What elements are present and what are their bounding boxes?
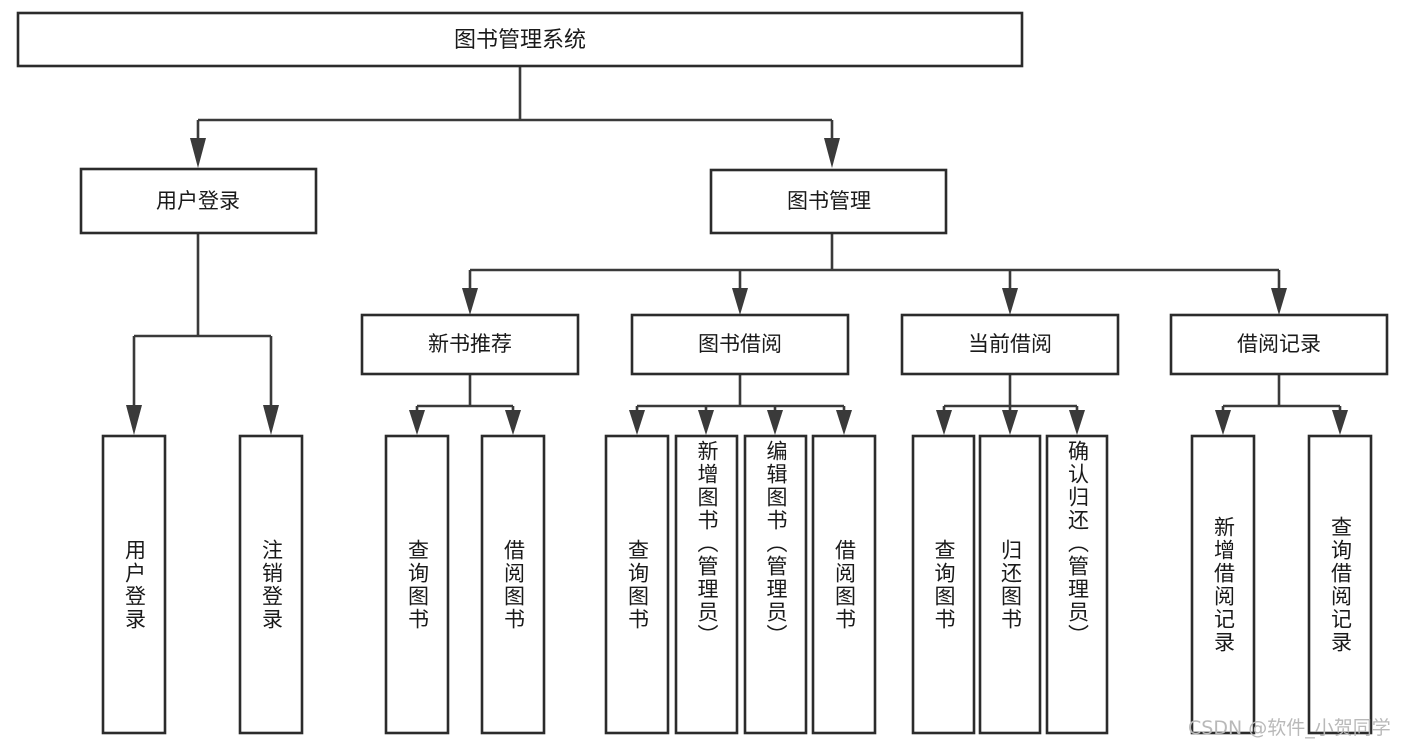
arrow-to-leaf-logout bbox=[263, 405, 279, 435]
node-root-box[interactable] bbox=[16, 11, 1024, 68]
leaf-box-current-confirm-return[interactable] bbox=[1045, 434, 1109, 735]
watermark-text: CSDN @软件_小贺同学 bbox=[1188, 717, 1391, 739]
leaf-box-borrow-edit-book[interactable] bbox=[743, 434, 808, 735]
node-root-label: 图书管理系统 bbox=[454, 28, 586, 53]
leaf-box-logout[interactable] bbox=[238, 434, 304, 735]
node-book-borrow[interactable]: 图书借阅 bbox=[630, 313, 850, 376]
leaf-box-borrow-lend-book[interactable] bbox=[811, 434, 877, 735]
arrow-to-leaf-borrow-edit bbox=[767, 410, 783, 435]
node-book-borrow-box[interactable] bbox=[630, 313, 850, 376]
node-user-login-label: 用户登录 bbox=[156, 189, 240, 213]
leaf-box-recommend-borrow-book[interactable] bbox=[480, 434, 546, 735]
arrow-to-leaf-recommend-query bbox=[409, 410, 425, 435]
node-new-book-recommend-box[interactable] bbox=[360, 313, 580, 376]
arrow-to-leaf-recommend-borrow bbox=[505, 410, 521, 435]
node-book-manage-box[interactable] bbox=[709, 168, 948, 235]
leaf-box-user-login[interactable] bbox=[101, 434, 167, 735]
arrow-to-leaf-borrow-lend bbox=[836, 410, 852, 435]
leaf-box-recommend-query-book[interactable] bbox=[384, 434, 450, 735]
node-borrow-record-label: 借阅记录 bbox=[1237, 332, 1321, 356]
arrow-to-book-borrow bbox=[732, 288, 748, 315]
node-book-manage-label: 图书管理 bbox=[787, 189, 871, 213]
arrow-to-borrow-record bbox=[1271, 288, 1287, 315]
leaf-box-borrow-query-book[interactable] bbox=[604, 434, 670, 735]
arrow-to-leaf-current-return bbox=[1002, 410, 1018, 435]
node-current-borrow[interactable]: 当前借阅 bbox=[900, 313, 1120, 376]
leaf-box-current-query-book[interactable] bbox=[911, 434, 976, 735]
node-book-manage[interactable]: 图书管理 bbox=[709, 168, 948, 235]
arrow-to-leaf-borrow-query bbox=[629, 410, 645, 435]
arrow-to-leaf-record-add bbox=[1215, 410, 1231, 435]
node-user-login[interactable]: 用户登录 bbox=[79, 167, 318, 235]
node-user-login-box[interactable] bbox=[79, 167, 318, 235]
leaf-box-record-query[interactable] bbox=[1307, 434, 1373, 735]
arrow-to-leaf-user-login bbox=[126, 405, 142, 435]
node-new-book-recommend[interactable]: 新书推荐 bbox=[360, 313, 580, 376]
arrow-to-user-login bbox=[190, 138, 206, 168]
node-borrow-record-box[interactable] bbox=[1169, 313, 1389, 376]
node-book-borrow-label: 图书借阅 bbox=[698, 332, 782, 356]
leaf-box-current-return-book[interactable] bbox=[978, 434, 1042, 735]
arrow-to-leaf-borrow-add bbox=[698, 410, 714, 435]
leaf-box-borrow-add-book[interactable] bbox=[674, 434, 739, 735]
node-root[interactable]: 图书管理系统 bbox=[16, 11, 1024, 68]
node-borrow-record[interactable]: 借阅记录 bbox=[1169, 313, 1389, 376]
arrow-to-new-book-recommend bbox=[462, 288, 478, 315]
arrow-to-leaf-record-query bbox=[1332, 410, 1348, 435]
node-current-borrow-label: 当前借阅 bbox=[968, 332, 1052, 356]
arrow-to-leaf-current-query bbox=[936, 410, 952, 435]
arrow-to-leaf-current-confirm bbox=[1069, 410, 1085, 435]
leaf-box-record-add[interactable] bbox=[1190, 434, 1256, 735]
arrow-to-book-manage bbox=[824, 138, 840, 168]
node-new-book-recommend-label: 新书推荐 bbox=[428, 332, 512, 356]
arrow-to-current-borrow bbox=[1002, 288, 1018, 315]
connector-layer bbox=[126, 66, 1348, 435]
node-current-borrow-box[interactable] bbox=[900, 313, 1120, 376]
